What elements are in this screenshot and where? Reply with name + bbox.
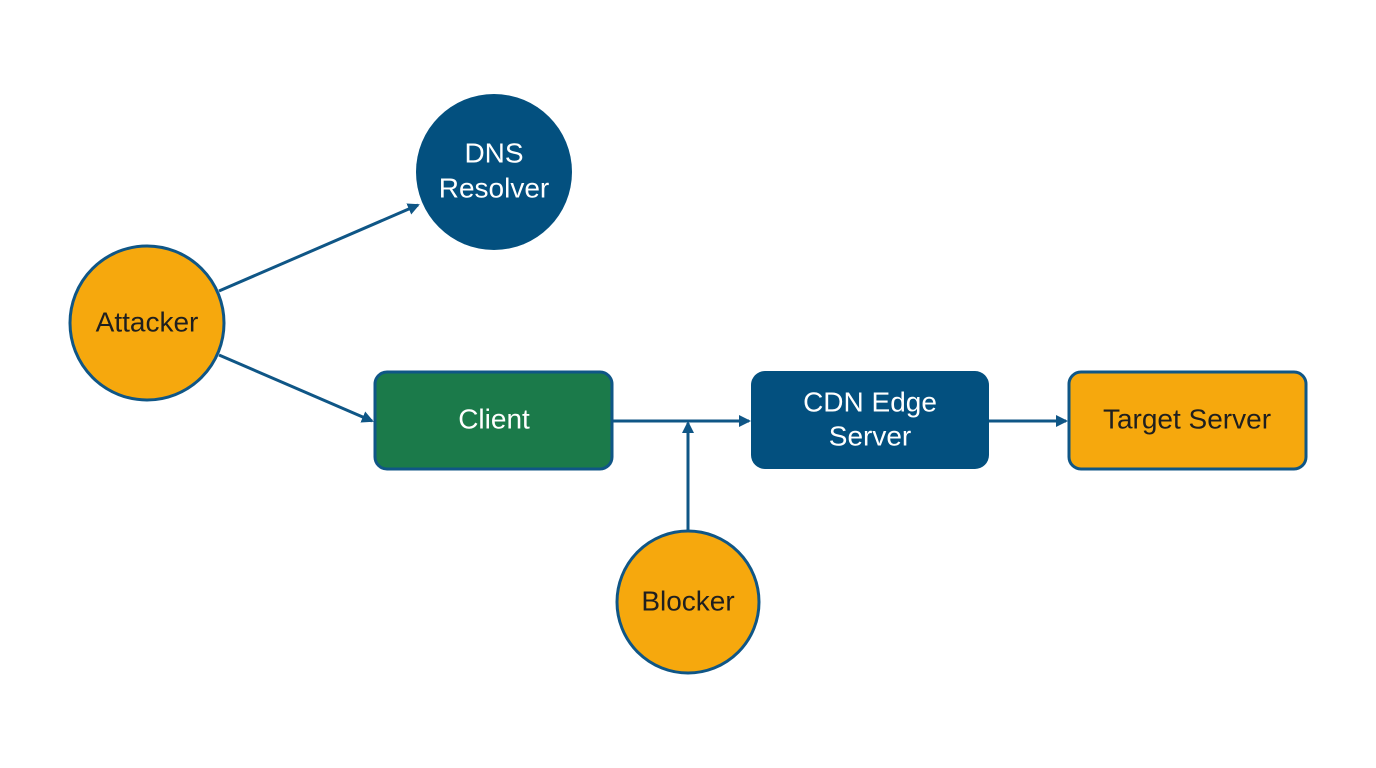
attacker-label: Attacker [96, 306, 199, 337]
attacker-circle [68, 244, 226, 402]
client-box [373, 370, 614, 471]
node-attacker[interactable]: Attacker [68, 244, 226, 402]
edge-attacker-to-dns-resolver [218, 203, 420, 293]
cdn-edge-server-box [751, 371, 989, 469]
edge-attacker-to-client [218, 353, 374, 423]
node-dns-resolver[interactable]: DNS Resolver [416, 94, 572, 250]
edges [218, 203, 1068, 530]
node-target-server[interactable]: Target Server [1067, 370, 1308, 471]
dns-resolver-circle [416, 94, 572, 250]
node-blocker[interactable]: Blocker [615, 529, 761, 675]
client-label: Client [458, 403, 530, 434]
cdn-edge-server-label-line1: CDN Edge [803, 386, 937, 417]
dns-resolver-label-line2: Resolver [439, 172, 549, 203]
node-cdn-edge-server[interactable]: CDN Edge Server [751, 371, 989, 469]
target-server-label: Target Server [1103, 403, 1271, 434]
node-client[interactable]: Client [373, 370, 614, 471]
dns-resolver-label-line1: DNS [464, 137, 523, 168]
target-server-box [1067, 370, 1308, 471]
blocker-label: Blocker [641, 585, 734, 616]
cdn-edge-server-label-line2: Server [829, 420, 911, 451]
blocker-circle [615, 529, 761, 675]
